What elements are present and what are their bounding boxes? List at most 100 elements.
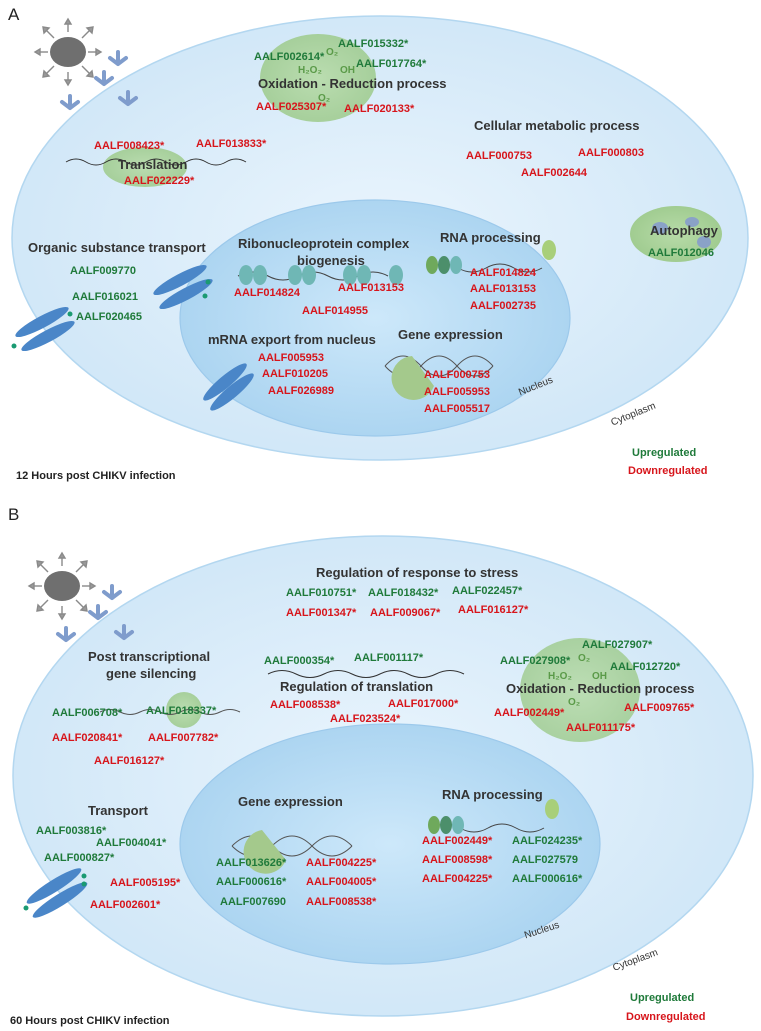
process-blob-oxidation-b	[520, 638, 640, 742]
caption-b: 60 Hours post CHIKV infection	[10, 1015, 170, 1027]
gene-label: AALF011175*	[566, 722, 636, 734]
gene-label: AALF018337*	[146, 705, 217, 717]
gene-label: AALF022457*	[452, 585, 523, 597]
panel-b	[12, 535, 754, 1017]
gene-label: AALF005195*	[110, 877, 181, 889]
virus-icon	[33, 17, 103, 87]
gene-label: AALF016021	[72, 291, 139, 303]
gene-label: AALF027579	[512, 854, 579, 866]
process-title-stress: Regulation of response to stress	[316, 565, 519, 580]
gene-label: AALF002614*	[254, 51, 325, 63]
gene-label: AALF000827*	[44, 852, 115, 864]
gene-label: AALF010205	[262, 368, 329, 380]
gene-label: AALF002644	[521, 167, 588, 179]
process-title-mrna-export: mRNA export from nucleus	[208, 332, 376, 347]
gene-label: AALF020841*	[52, 732, 123, 744]
nucleus-a	[179, 199, 571, 437]
gene-label: AALF000616*	[216, 876, 287, 888]
gene-label: AALF016127*	[458, 604, 529, 616]
dna-helix-icon	[231, 830, 353, 874]
gene-label: AALF025307*	[256, 101, 327, 113]
gene-label: AALF026989	[268, 385, 335, 397]
molecule-o2: O₂	[578, 653, 591, 664]
gene-label: AALF013153	[338, 282, 405, 294]
gene-label: AALF000753	[424, 369, 491, 381]
mrna-strand-icon	[267, 670, 465, 678]
legend-down-b: Downregulated	[626, 1011, 706, 1023]
process-title-metabolic: Cellular metabolic process	[474, 118, 640, 133]
process-blob-translation-a	[103, 147, 187, 187]
transporter-icon	[23, 868, 88, 918]
process-title-ptgs-line2: gene silencing	[106, 666, 197, 681]
molecule-o2: O₂	[326, 47, 339, 58]
gene-label: AALF014955	[302, 305, 369, 317]
gene-label: AALF013833*	[196, 138, 267, 150]
molecule-h2o2: H₂O₂	[298, 65, 322, 76]
autophagosome-vesicle	[697, 236, 711, 248]
process-title-rna-b: RNA processing	[442, 787, 543, 802]
gene-label: AALF002735	[470, 300, 537, 312]
gene-label: AALF005517	[424, 403, 491, 415]
nucleus-b	[179, 723, 601, 965]
autophagosome-vesicle	[652, 222, 668, 234]
gene-label: AALF012720*	[610, 661, 681, 673]
legend-down-a: Downregulated	[628, 465, 708, 477]
gene-label: AALF014824	[470, 267, 537, 279]
mrna-strand-icon	[99, 709, 241, 715]
process-title-oxidation-a: Oxidation - Reduction process	[258, 76, 447, 91]
process-title-translation-b: Regulation of translation	[280, 679, 434, 694]
gene-label: AALF004005*	[306, 876, 377, 888]
gene-label: AALF008538*	[270, 699, 341, 711]
process-title-autophagy: Autophagy	[650, 223, 718, 238]
gene-label: AALF016127*	[94, 755, 165, 767]
transporter-icon	[203, 363, 254, 411]
gene-label: AALF005953	[258, 352, 325, 364]
process-title-gene-b: Gene expression	[238, 794, 343, 809]
gene-label: AALF013153	[470, 283, 537, 295]
gene-label: AALF004225*	[422, 873, 493, 885]
process-title-translation-a: Translation	[118, 157, 188, 172]
gene-label: AALF027907*	[582, 639, 653, 651]
process-blob-oxidation-a	[260, 34, 376, 122]
gene-label: AALF006708*	[52, 707, 123, 719]
gene-label: AALF001117*	[354, 652, 424, 664]
gene-label: AALF024235*	[512, 835, 583, 847]
gene-label: AALF015332*	[338, 38, 409, 50]
receptor-icon	[60, 50, 138, 110]
panel-a	[11, 15, 749, 461]
gene-label: AALF013626*	[216, 857, 287, 869]
protein-complex-icon	[428, 799, 559, 834]
gene-label: AALF010751*	[286, 587, 357, 599]
legend-up-a: Upregulated	[632, 447, 697, 459]
molecule-o2b: O₂	[318, 93, 331, 104]
gene-label: AALF008423*	[94, 140, 165, 152]
molecule-oh: OH	[340, 65, 355, 76]
transporter-icon	[11, 264, 213, 352]
gene-label: AALF001347*	[286, 607, 357, 619]
dna-helix-icon	[384, 355, 494, 400]
gene-label: AALF000753	[466, 150, 533, 162]
process-title-ribo-line1: Ribonucleoprotein complex	[238, 236, 410, 251]
gene-label: AALF018432*	[368, 587, 439, 599]
molecule-o2b: O₂	[568, 697, 581, 708]
gene-label: AALF005953	[424, 386, 491, 398]
gene-label: AALF002601*	[90, 899, 161, 911]
process-title-gene-a: Gene expression	[398, 327, 503, 342]
process-title-transport-b: Transport	[88, 803, 148, 818]
panel-b-letter: B	[8, 505, 20, 524]
panel-a-letter: A	[8, 5, 20, 24]
molecule-oh: OH	[592, 671, 607, 682]
gene-label: AALF020465	[76, 311, 143, 323]
gene-label: AALF020133*	[344, 103, 415, 115]
gene-label: AALF004041*	[96, 837, 167, 849]
gene-label: AALF012046	[648, 247, 715, 259]
autophagosome-vesicle	[685, 217, 699, 227]
gene-label: AALF003816*	[36, 825, 107, 837]
protein-complex-icon	[237, 265, 403, 285]
gene-label: AALF000803	[578, 147, 645, 159]
gene-label: AALF014824	[234, 287, 301, 299]
gene-label: AALF002449*	[422, 835, 493, 847]
gene-label: AALF007690	[220, 896, 287, 908]
gene-label: AALF017764*	[356, 58, 427, 70]
gene-label: AALF009770	[70, 265, 137, 277]
